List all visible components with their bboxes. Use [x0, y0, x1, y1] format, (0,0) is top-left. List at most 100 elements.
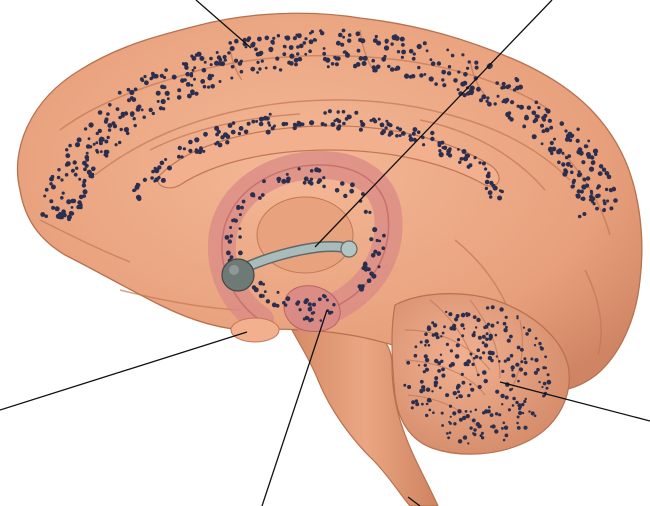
neuron-dot	[482, 335, 486, 339]
neuron-dot	[185, 72, 190, 77]
neuron-dot	[230, 46, 235, 51]
neuron-dot	[318, 297, 322, 301]
neuron-dot	[503, 328, 507, 332]
neuron-dot	[593, 149, 598, 154]
neuron-dot	[480, 434, 483, 437]
neuron-dot	[371, 59, 375, 63]
neuron-dot	[124, 128, 128, 132]
neuron-dot	[482, 370, 487, 375]
neuron-dot	[426, 49, 429, 52]
neuron-dot	[505, 85, 509, 89]
neuron-dot	[144, 80, 149, 85]
neuron-dot	[451, 54, 455, 58]
neuron-dot	[343, 194, 347, 198]
neuron-dot	[597, 194, 601, 198]
neuron-dot	[342, 29, 346, 33]
neuron-dot	[331, 122, 336, 127]
neuron-dot	[255, 120, 258, 123]
neuron-dot	[495, 412, 498, 415]
neuron-dot	[525, 398, 527, 400]
neuron-dot	[432, 333, 435, 336]
neuron-dot	[425, 339, 429, 343]
neuron-dot	[186, 82, 191, 87]
neuron-dot	[256, 71, 259, 74]
neuron-dot	[157, 176, 160, 179]
neuron-dot	[483, 326, 486, 329]
neuron-dot	[472, 419, 476, 423]
neuron-dot	[85, 155, 90, 160]
neuron-dot	[571, 134, 574, 137]
neuron-dot	[420, 380, 424, 384]
neuron-dot	[580, 190, 584, 194]
neuron-dot	[308, 307, 313, 312]
neuron-dot	[486, 306, 489, 309]
neuron-dot	[239, 227, 242, 230]
neuron-dot	[384, 45, 389, 50]
neuron-dot	[372, 227, 376, 231]
neuron-dot	[141, 79, 144, 82]
neuron-dot	[66, 199, 71, 204]
neuron-dot	[481, 94, 486, 99]
neuron-dot	[127, 88, 131, 92]
neuron-dot	[364, 210, 368, 214]
neuron-dot	[254, 47, 258, 51]
neuron-dot	[470, 411, 472, 413]
neuron-dot	[441, 368, 445, 372]
neuron-dot	[272, 37, 275, 40]
neuron-dot	[320, 31, 324, 35]
neuron-dot	[498, 360, 501, 363]
neuron-dot	[495, 334, 498, 337]
neuron-dot	[178, 146, 182, 150]
neuron-dot	[576, 150, 581, 155]
neuron-dot	[265, 36, 270, 41]
neuron-dot	[546, 387, 549, 390]
neuron-dot	[228, 239, 232, 243]
neuron-dot	[376, 65, 381, 70]
neuron-dot	[342, 122, 346, 126]
neuron-dot	[196, 52, 201, 57]
neuron-dot	[431, 321, 434, 324]
neuron-dot	[461, 313, 466, 318]
neuron-dot	[449, 431, 452, 434]
neuron-dot	[304, 177, 309, 182]
neuron-dot	[463, 72, 468, 77]
neuron-dot	[203, 132, 208, 137]
neuron-dot	[96, 132, 99, 135]
neuron-dot	[450, 349, 453, 352]
neuron-dot	[273, 66, 277, 70]
neuron-dot	[496, 355, 498, 357]
neuron-dot	[508, 111, 512, 115]
neuron-dot	[268, 47, 273, 52]
neuron-dot	[460, 157, 464, 161]
neuron-dot	[396, 126, 399, 129]
neuron-dot	[448, 312, 452, 316]
neuron-dot	[282, 122, 286, 126]
neuron-dot	[266, 299, 270, 303]
neuron-dot	[138, 196, 141, 199]
neuron-dot	[431, 390, 433, 392]
neuron-dot	[165, 91, 170, 96]
neuron-dot	[83, 189, 88, 194]
neuron-dot	[557, 161, 561, 165]
neuron-dot	[45, 188, 49, 192]
neuron-dot	[486, 96, 489, 99]
neuron-dot	[485, 338, 488, 341]
neuron-dot	[287, 61, 291, 65]
neuron-dot	[82, 161, 87, 166]
neuron-dot	[501, 370, 504, 373]
neuron-dot	[422, 143, 425, 146]
neuron-dot	[323, 47, 326, 50]
neuron-dot	[456, 343, 460, 347]
neuron-dot	[382, 246, 386, 250]
neuron-dot	[427, 398, 432, 403]
neuron-dot	[322, 176, 325, 179]
neuron-dot	[596, 187, 599, 190]
neuron-dot	[486, 180, 489, 183]
neuron-dot	[226, 134, 231, 139]
neuron-dot	[230, 234, 234, 238]
neuron-dot	[587, 140, 590, 143]
neuron-dot	[441, 70, 446, 75]
neuron-dot	[192, 69, 195, 72]
neuron-dot	[553, 138, 556, 141]
neuron-dot	[528, 328, 532, 332]
